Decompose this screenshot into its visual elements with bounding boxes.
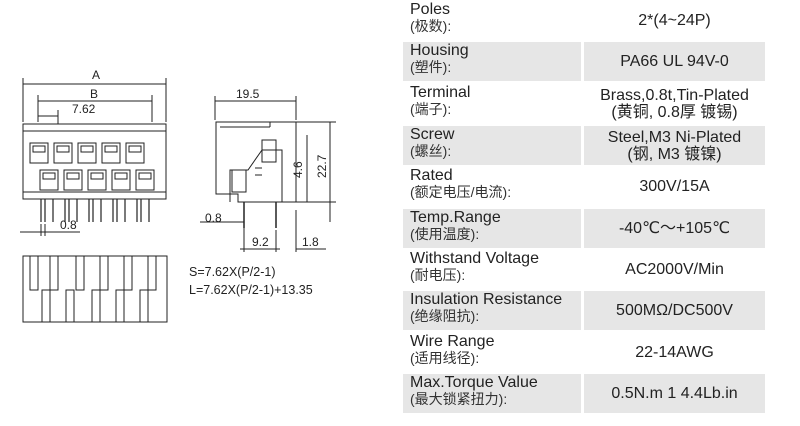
formula-l: L=7.62X(P/2-1)+13.35 — [189, 283, 313, 297]
spec-label-cn: (最大锁紧扭力): — [410, 391, 508, 407]
spec-row-withstand-voltage: Withstand Voltage(耐电压): AC2000V/Min — [403, 249, 797, 290]
spec-value: Steel,M3 Ni-Plated (钢, M3 镀镍) — [607, 128, 742, 163]
dim-tail-gap-text: 1.8 — [302, 235, 319, 249]
spec-label-en: Temp.Range — [410, 209, 501, 226]
spec-row-max-torque: Max.Torque Value(最大锁紧扭力): 0.5N.m 1 4.4Lb… — [403, 373, 797, 414]
spec-row-housing: Housing(塑件): PA66 UL 94V-0 — [403, 41, 797, 82]
spec-label-en: Withstand Voltage — [410, 250, 539, 267]
spec-label-en: Wire Range — [410, 333, 495, 350]
spec-value: PA66 UL 94V-0 — [620, 53, 729, 70]
spec-label-cn: (绝缘阻抗): — [410, 308, 480, 324]
formula-s: S=7.62X(P/2-1) — [189, 265, 276, 279]
spec-label-cn: (额定电压/电流): — [410, 184, 512, 200]
spec-label-en: Insulation Resistance — [410, 291, 563, 308]
dim-a-text: A — [92, 68, 100, 82]
spec-label-cn: (耐电压): — [410, 267, 466, 283]
lower-screw — [231, 169, 247, 193]
lower-terminal-row — [39, 169, 155, 191]
spec-row-wire-range: Wire Range(适用线径): 22-14AWG — [403, 332, 797, 373]
dim-pin-width-text: 0.8 — [60, 218, 77, 232]
front-view-body — [22, 123, 167, 200]
spec-row-terminal: Terminal(端子): Brass,0.8t,Tin-Plated (黄铜,… — [403, 83, 797, 124]
spec-label-cn: (螺丝): — [410, 143, 452, 159]
spec-value: AC2000V/Min — [625, 261, 724, 278]
spec-row-temp-range: Temp.Range(使用温度): -40℃～+105℃ — [403, 208, 797, 249]
spec-row-insulation-resistance: Insulation Resistance(绝缘阻抗): 500MΩ/DC500… — [403, 290, 797, 331]
spec-label-en: Rated — [410, 167, 453, 184]
spec-label-en: Housing — [410, 42, 469, 59]
spec-label-en: Terminal — [410, 84, 471, 101]
dim-side-pin-width-text: 0.8 — [205, 211, 222, 225]
spec-value: 2*(4~24P) — [638, 12, 711, 29]
dim-height-total-text: 22.7 — [315, 154, 329, 178]
spec-row-screw: Screw(螺丝): Steel,M3 Ni-Plated (钢, M3 镀镍) — [403, 125, 797, 166]
bottom-view-slots — [29, 255, 157, 323]
spec-value: 500MΩ/DC500V — [616, 302, 733, 319]
spec-value: Brass,0.8t,Tin-Plated (黄铜, 0.8厚 镀锡) — [600, 86, 749, 121]
spec-row-rated: Rated(额定电压/电流): 300V/15A — [403, 166, 797, 207]
spec-label-en: Screw — [410, 126, 455, 143]
spec-table: Poles(极数): 2*(4~24P) Housing(塑件): PA66 U… — [403, 0, 797, 421]
dim-pin-offset-text: 9.2 — [252, 235, 269, 249]
spec-value: -40℃～+105℃ — [618, 220, 731, 237]
side-view-body — [215, 121, 297, 203]
bottom-view-body — [22, 255, 168, 323]
spec-row-poles: Poles(极数): 2*(4~24P) — [403, 0, 797, 41]
side-view-cavity — [229, 149, 283, 202]
spec-label-cn: (使用温度): — [410, 226, 480, 242]
dim-pitch-text: 7.62 — [72, 102, 96, 116]
spec-label-en: Max.Torque Value — [410, 374, 538, 391]
front-view-pins — [40, 199, 150, 222]
drawing-svg: A B 7.62 0.8 19.5 4.6 22.7 0.8 9.2 1.8 — [20, 68, 336, 323]
spec-label-cn: (塑件): — [410, 59, 452, 75]
spec-value: 300V/15A — [639, 178, 710, 195]
upper-terminal-row — [29, 142, 145, 164]
dim-b-text: B — [90, 87, 98, 101]
spec-value: 0.5N.m 1 4.4Lb.in — [611, 385, 738, 402]
dim-depth-text: 19.5 — [236, 87, 260, 101]
technical-drawing: A B 7.62 0.8 19.5 4.6 22.7 0.8 9.2 1.8 S… — [0, 0, 400, 421]
spec-label-cn: (端子): — [410, 101, 452, 117]
upper-screw — [261, 139, 277, 163]
spec-label-cn: (极数): — [410, 18, 452, 34]
dim-height-upper-text: 4.6 — [291, 161, 305, 178]
spec-label-cn: (适用线径): — [410, 350, 480, 366]
spec-value: 22-14AWG — [635, 344, 714, 361]
spec-label-en: Poles — [410, 1, 451, 18]
